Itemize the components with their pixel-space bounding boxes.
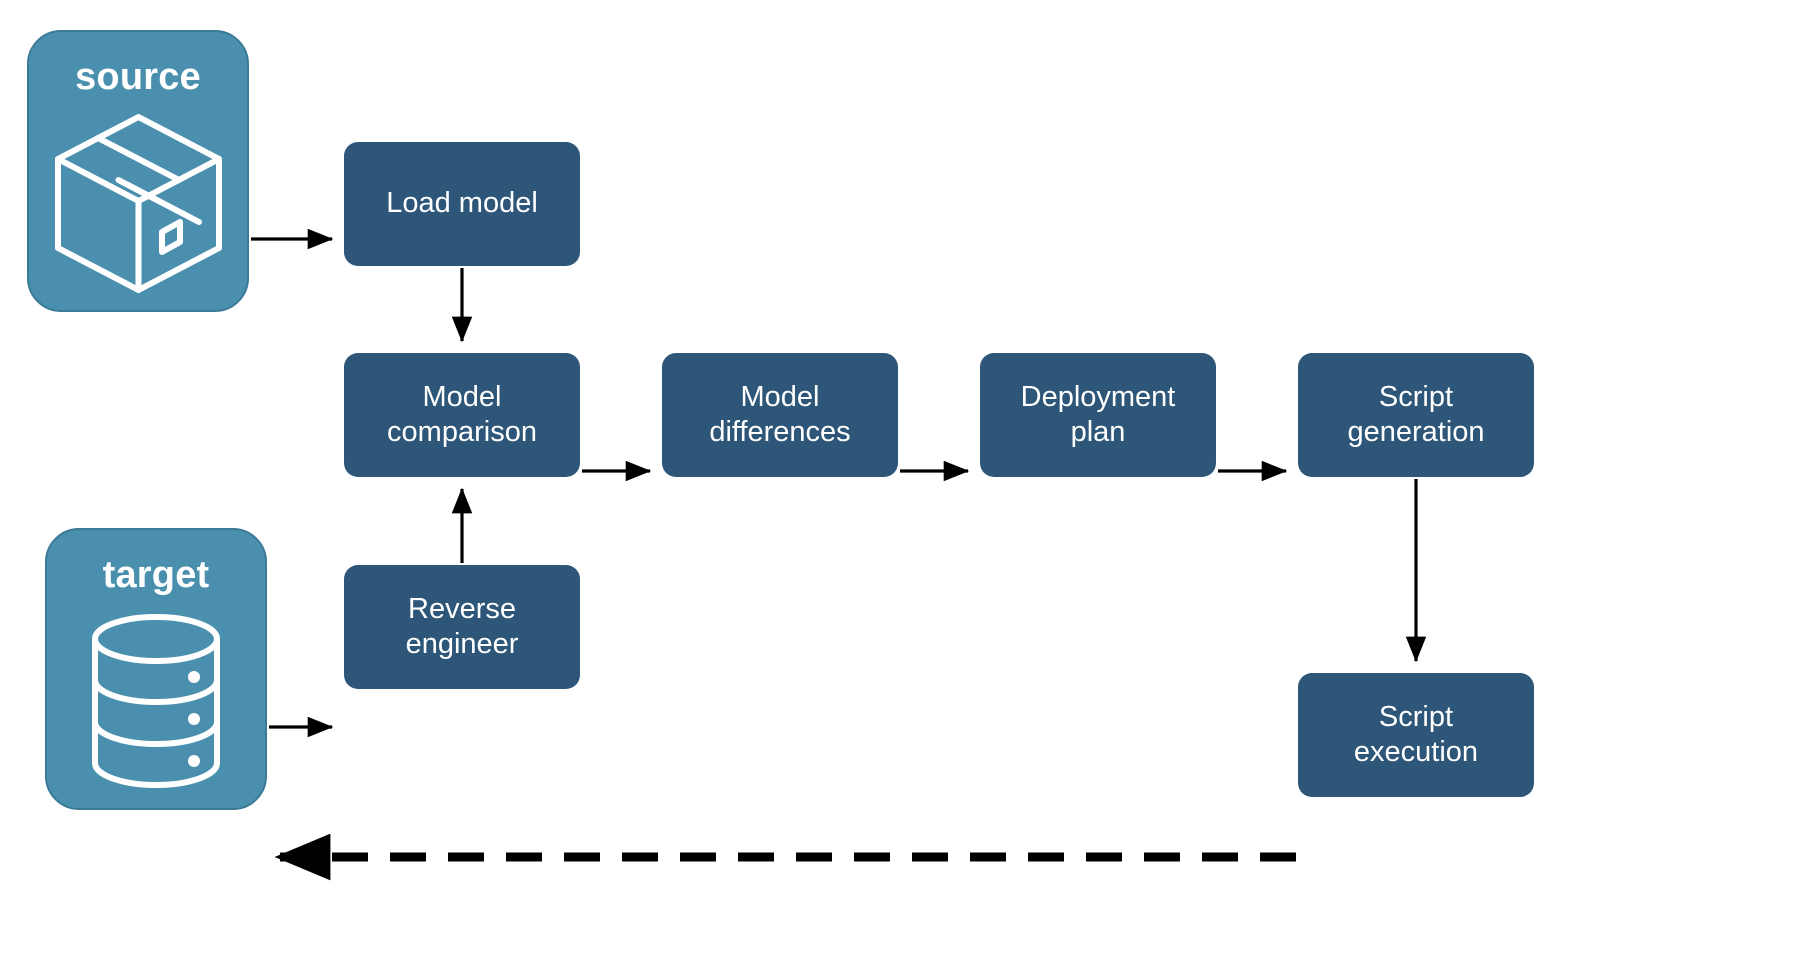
node-deployment-plan[interactable]: Deployment plan [980, 353, 1216, 477]
endpoint-title-target: target [102, 554, 210, 596]
node-load-model[interactable]: Load model [344, 142, 580, 266]
node-model-differences[interactable]: Model differences [662, 353, 898, 477]
endpoint-card-target[interactable]: target [45, 528, 267, 810]
database-cylinder-icon [47, 594, 265, 808]
node-label-script-generation: Script generation [1347, 380, 1485, 448]
node-label-reverse-engineer: Reverse engineer [405, 592, 519, 660]
endpoint-card-source[interactable]: source [27, 30, 249, 312]
node-label-load-model: Load model [386, 187, 538, 220]
endpoint-title-source: source [75, 56, 201, 98]
node-model-comparison[interactable]: Model comparison [344, 353, 580, 477]
node-label-model-comparison: Model comparison [387, 380, 537, 448]
node-label-script-execution: Script execution [1353, 700, 1479, 768]
node-label-model-differences: Model differences [709, 380, 851, 448]
node-label-deployment-plan: Deployment plan [1020, 380, 1176, 448]
node-script-generation[interactable]: Script generation [1298, 353, 1534, 477]
package-box-icon [29, 96, 247, 310]
node-reverse-engineer[interactable]: Reverse engineer [344, 565, 580, 689]
node-script-execution[interactable]: Script execution [1298, 673, 1534, 797]
